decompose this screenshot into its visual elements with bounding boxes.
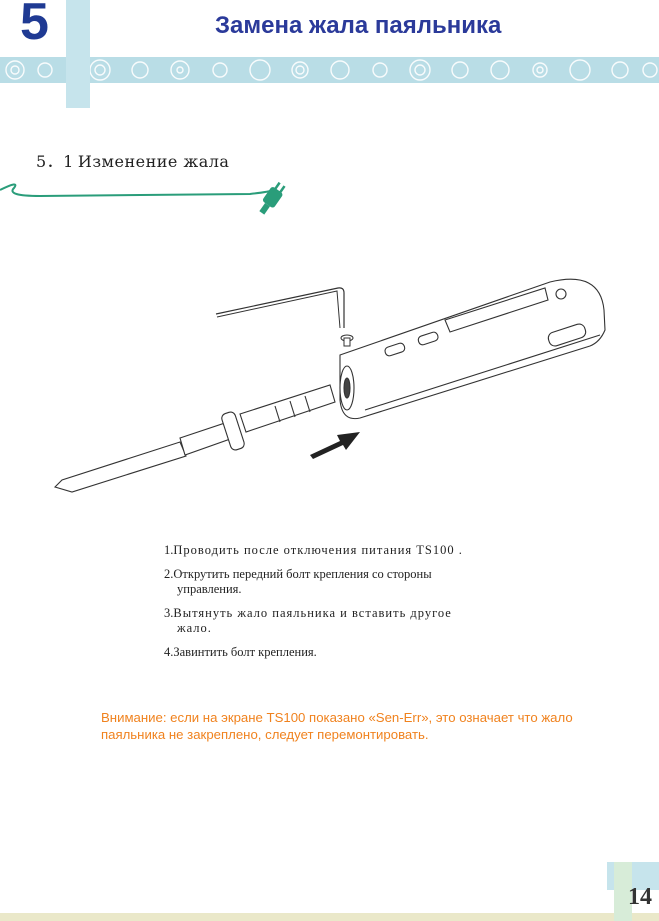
page-title: Замена жала паяльника — [215, 12, 502, 39]
step-item: 1.Проводить после отключения питания TS1… — [164, 543, 504, 558]
screw-icon — [340, 334, 354, 347]
instruction-steps: 1.Проводить после отключения питания TS1… — [164, 543, 504, 669]
warning-note: Внимание: если на экране TS100 показано … — [101, 709, 621, 743]
warning-line: Внимание: если на экране TS100 показано … — [101, 710, 573, 725]
plug-icon — [259, 181, 286, 215]
warning-line: паяльника не закреплено, следует перемон… — [101, 727, 429, 742]
step-number: 1. — [164, 543, 174, 557]
soldering-iron-illustration — [0, 181, 606, 493]
step-number: 4. — [164, 645, 174, 659]
footer-band — [0, 913, 659, 921]
page-number: 14 — [628, 884, 652, 910]
step-number: 2. — [164, 567, 174, 581]
header-ornament-band — [0, 57, 659, 83]
step-item: 3.Вытянуть жало паяльника и вставить дру… — [164, 606, 504, 636]
hex-key — [215, 287, 345, 328]
step-item: 2.Открутить передний болт крепления со с… — [164, 567, 504, 597]
power-cable — [0, 183, 276, 198]
step-item: 4.Завинтить болт крепления. — [164, 645, 504, 660]
header-vertical-strip — [66, 0, 90, 108]
chapter-number: 5 — [20, 0, 49, 51]
footer-vertical-strip — [614, 862, 632, 921]
insert-arrow-icon — [310, 432, 360, 459]
soldering-tip — [53, 384, 336, 493]
step-text-continued: управления. — [177, 582, 242, 596]
iron-handle — [339, 278, 606, 420]
step-text: Вытянуть жало паяльника и вставить друго… — [173, 606, 452, 620]
step-number: 3. — [164, 606, 174, 620]
gear-pattern-decoration — [5, 59, 658, 81]
step-text: Завинтить болт крепления. — [173, 645, 317, 659]
section-number: 5．1 — [36, 152, 74, 171]
chapter-box: 5 — [0, 0, 64, 57]
step-text: Открутить передний болт крепления со сто… — [173, 567, 432, 581]
step-text: Проводить после отключения питания TS100… — [173, 543, 463, 557]
section-title: Изменение жала — [77, 152, 230, 171]
step-text-continued: жало. — [177, 621, 212, 635]
